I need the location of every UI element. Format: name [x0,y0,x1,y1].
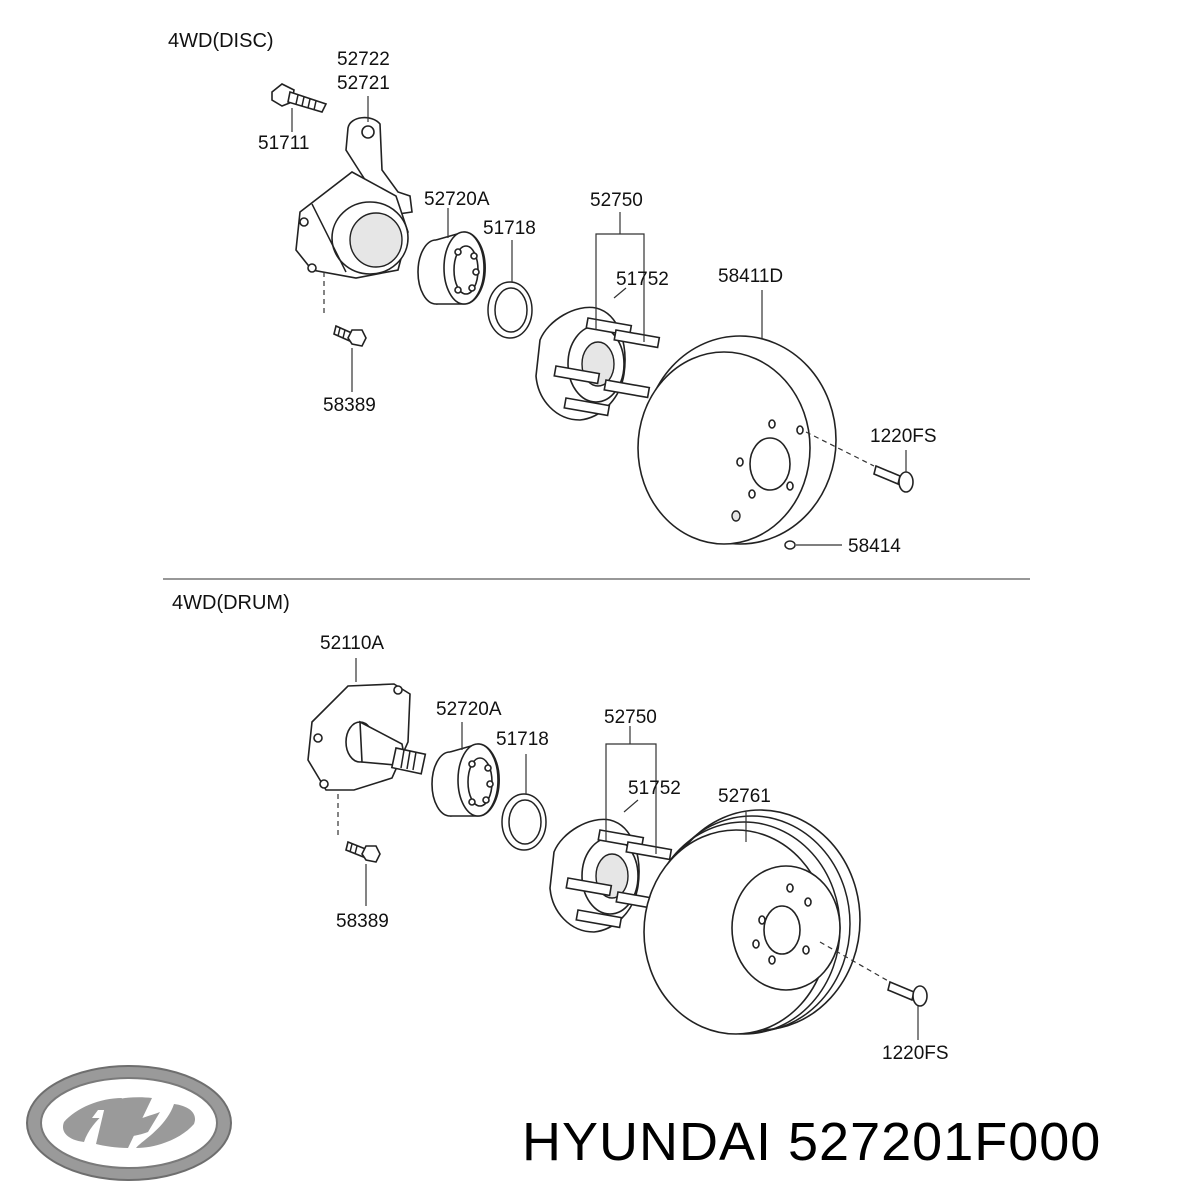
part-label: 51752 [628,778,681,799]
bolt-58389-icon [333,324,367,347]
part-label: 52750 [590,190,643,211]
part-caption: HYUNDAI 527201F000 [522,1112,1102,1172]
section-title-drum: 4WD(DRUM) [172,592,290,614]
rotor-58411d-icon [637,335,837,545]
washer-58414-icon [784,540,796,550]
part-label: 58389 [323,395,376,416]
spindle-52110a-icon [307,683,427,791]
knuckle-52721-icon [295,116,413,279]
part-label: 1220FS [882,1043,949,1064]
snap-ring-51718-icon [487,281,533,339]
part-label: 52750 [604,707,657,728]
part-label: 58411D [718,266,784,287]
bolt-58389-drum-icon [345,840,381,863]
hub-52750-icon [535,306,661,421]
part-label: 52110A [320,633,385,654]
screw-1220fs-icon [873,464,914,493]
hyundai-logo-icon [26,1065,232,1181]
bearing-52720a-drum-icon [431,743,500,817]
part-label: 52720A [436,699,502,720]
part-label: 58414 [848,536,901,557]
screw-1220fs-drum-icon [887,980,928,1007]
part-label: 52722 [337,49,390,70]
part-label: 52721 [337,73,390,94]
part-label: 51711 [258,133,310,154]
part-label: 52761 [718,786,771,807]
hub-52750-drum-icon [549,818,673,933]
bearing-52720a-icon [417,231,486,305]
part-label: 52720A [424,189,490,210]
section-title-disc: 4WD(DISC) [168,30,274,52]
part-label: 1220FS [870,426,937,447]
drum-52761-icon [643,809,861,1035]
part-label: 51718 [496,729,549,750]
snap-ring-51718-drum-icon [501,793,547,851]
bolt-51711-icon [271,83,328,113]
part-label: 58389 [336,911,389,932]
part-label: 51718 [483,218,536,239]
part-label: 51752 [616,269,669,290]
